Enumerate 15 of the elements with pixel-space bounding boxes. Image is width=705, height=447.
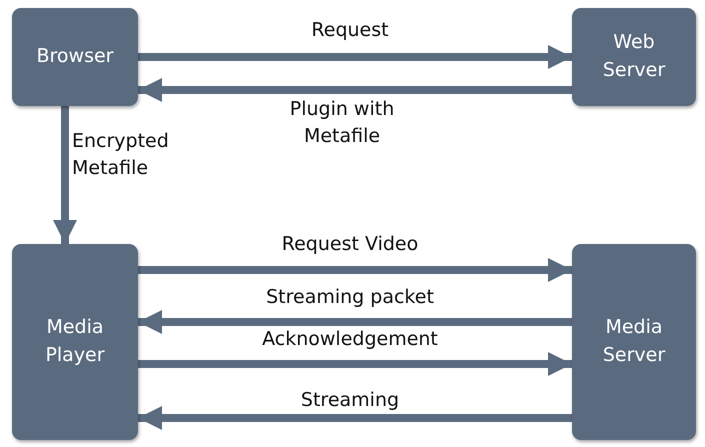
node-label: Browser	[36, 44, 114, 70]
arrow	[138, 310, 572, 334]
arrow	[138, 406, 572, 430]
arrow	[53, 106, 77, 244]
arrow	[138, 45, 572, 69]
arrow	[138, 352, 572, 376]
process-box	[572, 244, 696, 440]
process-box	[12, 8, 138, 106]
node-label: Media Server	[602, 315, 666, 368]
arrow	[138, 78, 572, 102]
node-label: Web Server	[602, 30, 666, 83]
node-label: Media Player	[44, 315, 106, 368]
process-box	[572, 8, 696, 106]
arrow	[138, 258, 572, 282]
process-box	[12, 244, 138, 440]
